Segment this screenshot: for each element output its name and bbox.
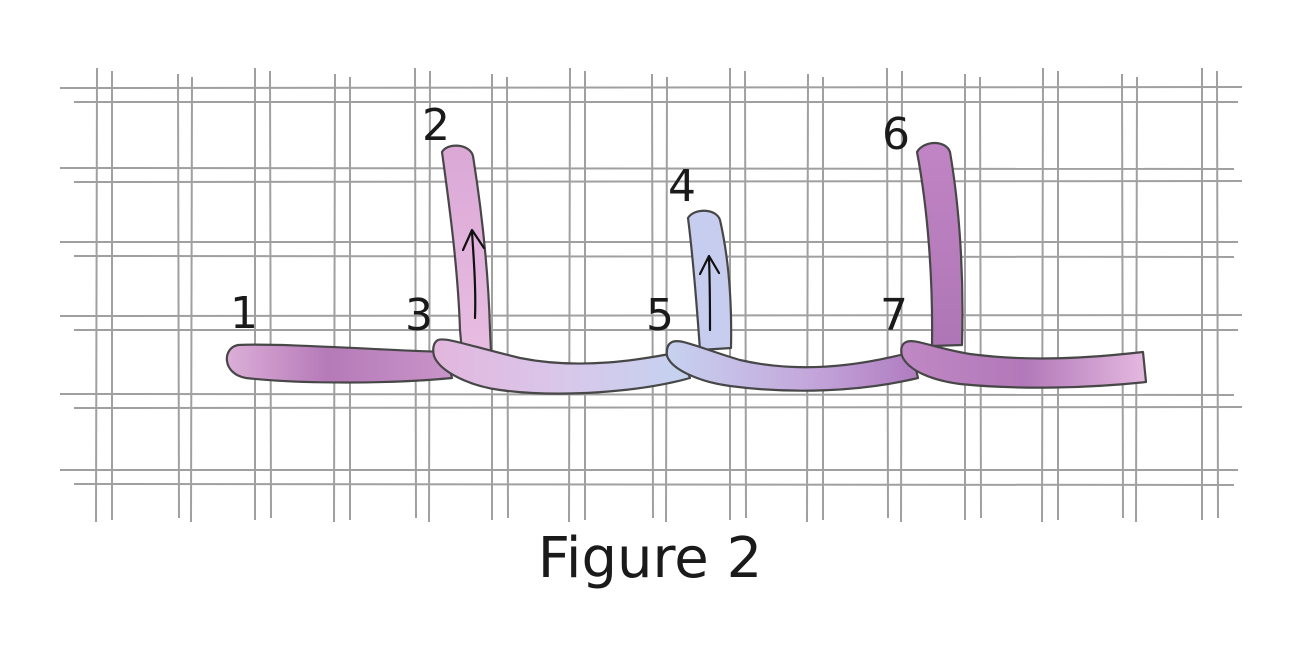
canvas-vertical-thread [979, 76, 982, 519]
canvas-vertical-thread [568, 67, 571, 523]
canvas-vertical-thread [333, 73, 336, 523]
horizontal-stitch-3-5 [432, 338, 692, 395]
figure-caption: Figure 2 [537, 526, 763, 591]
canvas-vertical-thread [506, 76, 509, 519]
horizontal-stitch-1-3 [225, 343, 454, 384]
point-label-2: 2 [422, 100, 450, 151]
canvas-horizontal-thread [73, 180, 1243, 183]
point-label-1: 1 [230, 288, 258, 339]
canvas-vertical-thread [269, 70, 272, 519]
canvas-vertical-thread [665, 76, 668, 523]
canvas-vertical-thread [886, 67, 889, 519]
canvas-horizontal-thread [73, 406, 1243, 409]
canvas-vertical-thread [177, 73, 180, 519]
canvas-horizontal-thread [59, 314, 1243, 317]
canvas-vertical-thread [1041, 67, 1044, 523]
point-label-3: 3 [405, 290, 433, 341]
point-label-5: 5 [646, 290, 674, 341]
canvas-horizontal-thread [73, 483, 1235, 486]
canvas-vertical-thread [428, 70, 431, 523]
canvas-vertical-thread [900, 70, 903, 523]
canvas-vertical-thread [651, 73, 654, 519]
point-label-6: 6 [882, 109, 910, 160]
canvas-horizontal-thread [73, 255, 1235, 258]
canvas-horizontal-thread [59, 393, 1235, 396]
stitch-threads [225, 141, 1148, 395]
canvas-vertical-thread [806, 73, 809, 523]
horizontal-stitch-5-7 [665, 340, 920, 392]
canvas-vertical-thread [414, 67, 417, 519]
canvas-vertical-thread [1121, 73, 1124, 519]
up-arrow-icon [698, 254, 721, 332]
vertical-stitch-6 [915, 141, 964, 348]
canvas-vertical-thread [1216, 70, 1219, 519]
horizontal-stitch-7-end [900, 340, 1148, 389]
vertical-stitch-2 [440, 144, 493, 354]
canvas-horizontal-thread [59, 86, 1243, 89]
canvas-vertical-thread [744, 70, 747, 519]
canvas-vertical-thread [190, 76, 193, 523]
canvas-vertical-thread [1135, 76, 1138, 523]
canvas-vertical-thread [95, 67, 98, 523]
up-arrow-icon [461, 228, 486, 320]
canvas-mesh [59, 67, 1243, 523]
point-label-7: 7 [880, 290, 908, 341]
canvas-horizontal-thread [59, 167, 1235, 170]
point-label-4: 4 [668, 161, 696, 212]
